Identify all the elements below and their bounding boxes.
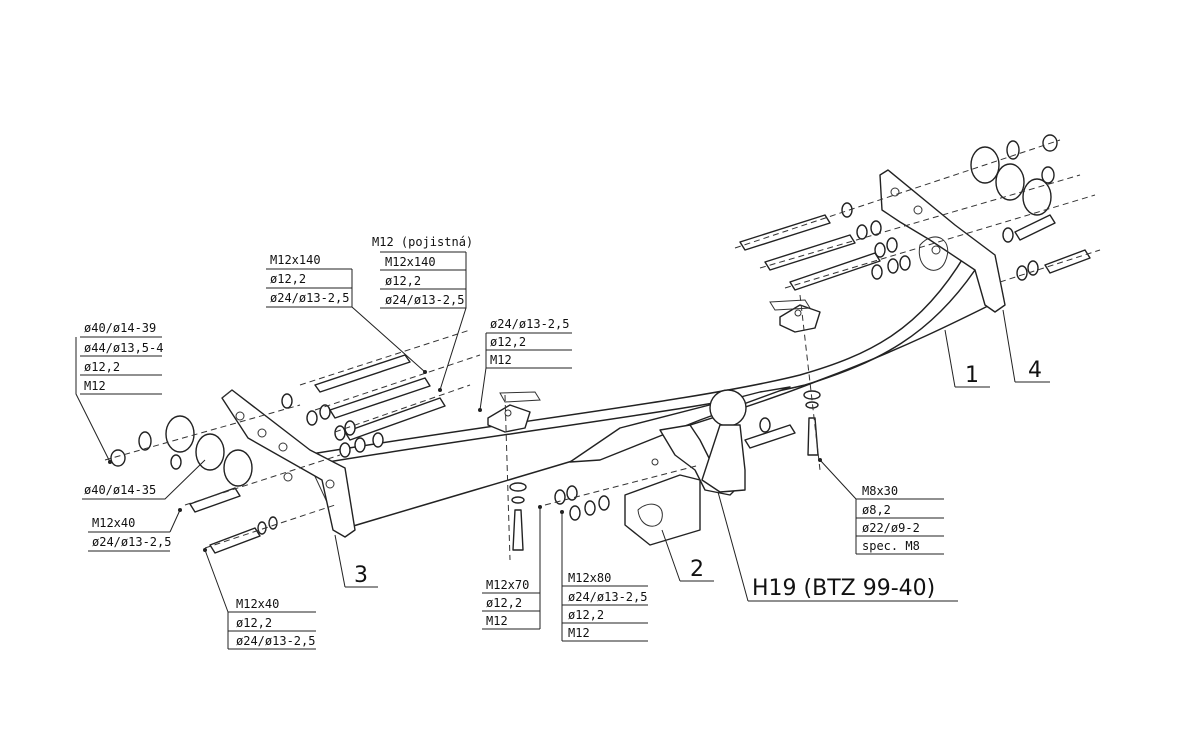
part-number-3: 3 <box>334 534 378 588</box>
svg-text:ø24/ø13-2,5: ø24/ø13-2,5 <box>92 535 171 549</box>
part-number-4: 4 <box>1002 309 1050 383</box>
center-bolts <box>509 390 821 551</box>
part-number-2: 2 <box>661 529 714 582</box>
part-number-1: 1 <box>944 329 990 388</box>
left-bushings <box>110 415 253 487</box>
svg-text:ø12,2: ø12,2 <box>236 616 272 630</box>
svg-text:M12x140: M12x140 <box>385 255 436 269</box>
svg-text:M12x40: M12x40 <box>92 516 135 530</box>
svg-text:ø24/ø13-2,5: ø24/ø13-2,5 <box>236 634 315 648</box>
callout-center-plate: ø24/ø13-2,5 ø12,2 M12 <box>478 317 572 412</box>
svg-text:ø40/ø14-35: ø40/ø14-35 <box>84 483 156 497</box>
svg-text:ø12,2: ø12,2 <box>270 272 306 286</box>
svg-text:M12: M12 <box>486 614 508 628</box>
left-bracket <box>221 389 356 538</box>
svg-text:ø44/ø13,5-4: ø44/ø13,5-4 <box>84 341 163 355</box>
callout-bolt-80: M12x80 ø24/ø13-2,5 ø12,2 M12 <box>560 510 648 642</box>
svg-text:M12x140: M12x140 <box>270 253 321 267</box>
callout-left-bolt-upper: M12x40 ø24/ø13-2,5 <box>88 508 182 552</box>
assembly-axes <box>104 139 1101 561</box>
callout-bolt-70: M12x70 ø12,2 M12 <box>482 505 542 630</box>
svg-text:ø12,2: ø12,2 <box>568 608 604 622</box>
svg-text:ø12,2: ø12,2 <box>385 274 421 288</box>
long-bolts-right <box>739 202 1091 291</box>
svg-text:M12x70: M12x70 <box>486 578 529 592</box>
svg-text:ø12,2: ø12,2 <box>486 596 522 610</box>
svg-text:1: 1 <box>965 363 979 388</box>
svg-text:ø40/ø14-39: ø40/ø14-39 <box>84 321 156 335</box>
svg-text:M12: M12 <box>84 379 106 393</box>
callout-bolts-140-locking: M12 (pojistná) M12x140 ø12,2 ø24/ø13-2,5 <box>372 235 473 392</box>
svg-text:M12: M12 <box>490 353 512 367</box>
svg-text:M12x80: M12x80 <box>568 571 611 585</box>
svg-text:spec. M8: spec. M8 <box>862 539 920 553</box>
svg-text:M8x30: M8x30 <box>862 484 898 498</box>
callout-bolt-m8: M8x30 ø8,2 ø22/ø9-2 spec. M8 <box>818 458 944 555</box>
svg-text:ø24/ø13-2,5: ø24/ø13-2,5 <box>490 317 569 331</box>
svg-text:ø22/ø9-2: ø22/ø9-2 <box>862 521 920 535</box>
svg-text:M12: M12 <box>568 626 590 640</box>
towball <box>709 389 747 427</box>
svg-text:4: 4 <box>1028 358 1042 383</box>
callout-left-spacer: ø40/ø14-35 <box>82 459 206 500</box>
svg-text:ø8,2: ø8,2 <box>862 503 891 517</box>
center-plate-right <box>769 299 821 333</box>
left-bolts <box>189 487 278 554</box>
towball-neck <box>569 386 791 546</box>
svg-text:ø24/ø13-2,5: ø24/ø13-2,5 <box>270 291 349 305</box>
callout-bolts-140: M12x140 ø12,2 ø24/ø13-2,5 <box>266 253 427 374</box>
svg-text:ø12,2: ø12,2 <box>490 335 526 349</box>
svg-text:2: 2 <box>690 557 704 582</box>
svg-text:ø24/ø13-2,5: ø24/ø13-2,5 <box>385 293 464 307</box>
model-label: H19 (BTZ 99-40) <box>717 491 958 602</box>
svg-text:ø24/ø13-2,5: ø24/ø13-2,5 <box>568 590 647 604</box>
long-bolts-left <box>281 354 446 458</box>
svg-text:H19 (BTZ 99-40): H19 (BTZ 99-40) <box>752 576 935 601</box>
svg-text:M12x40: M12x40 <box>236 597 279 611</box>
right-bushings <box>970 134 1058 216</box>
callout-left-bushing: ø40/ø14-39 ø44/ø13,5-4 ø12,2 M12 <box>75 321 163 464</box>
svg-text:ø12,2: ø12,2 <box>84 360 120 374</box>
callout-left-bolt-lower: M12x40 ø12,2 ø24/ø13-2,5 <box>203 548 316 650</box>
svg-text:3: 3 <box>354 563 368 588</box>
svg-text:M12 (pojistná): M12 (pojistná) <box>372 235 473 249</box>
center-plate-left <box>487 391 541 433</box>
